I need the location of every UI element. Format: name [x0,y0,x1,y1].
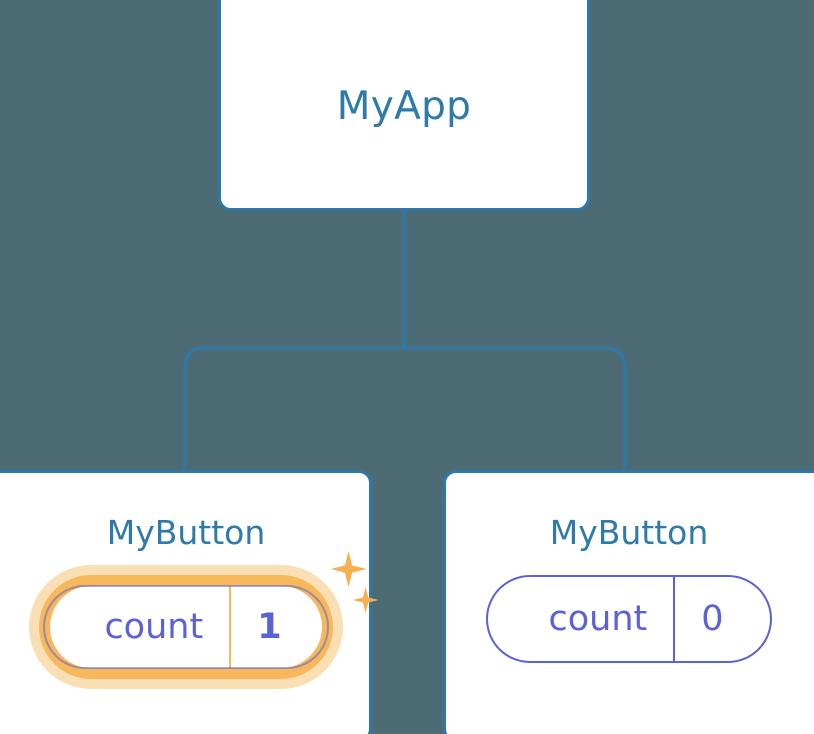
state-pill-0-value: 1 [229,586,321,668]
state-pill-0-key: count [104,606,204,647]
sparkle-small-icon [352,587,379,613]
state-pill-1-body[interactable]: count 0 [486,575,772,663]
state-pill-1-value: 0 [673,577,769,661]
node-mybutton-0-content: MyButton count 1 [29,513,379,689]
state-pill-0-body[interactable]: count 1 [39,575,333,679]
node-mybutton-1-label: MyButton [549,513,709,552]
node-mybutton-1-content: MyButton count 0 [486,513,772,663]
node-myapp[interactable]: MyApp [218,0,590,211]
node-mybutton-1[interactable]: MyButton count 0 [443,470,814,734]
state-pill-1[interactable]: count 0 [486,575,772,663]
node-myapp-label: MyApp [336,84,472,129]
sparkle-large-icon [330,551,367,587]
node-mybutton-0-label: MyButton [106,513,266,552]
sparkle-group [325,551,383,631]
state-pill-0[interactable]: count 1 [29,551,379,689]
connector-branch-bus [183,346,627,470]
state-pill-1-key: count [548,598,648,639]
node-mybutton-0[interactable]: MyButton count 1 [0,470,379,734]
